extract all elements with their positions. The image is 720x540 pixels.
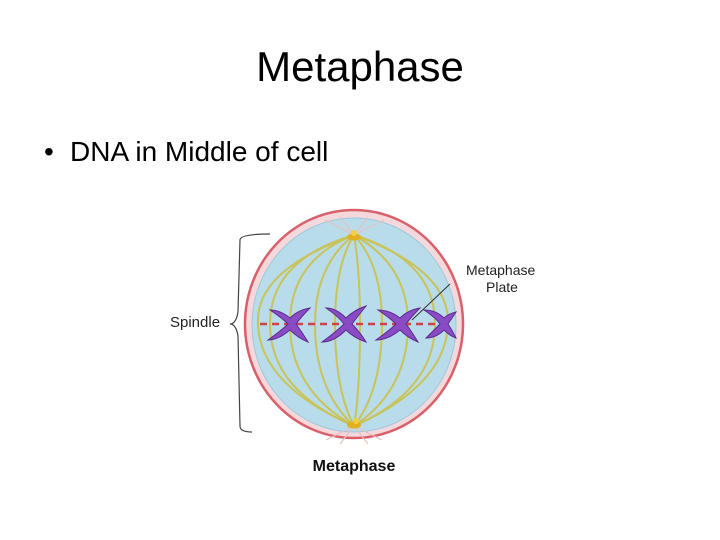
chromosome [374, 307, 422, 344]
chromosome [422, 309, 458, 339]
slide-title: Metaphase [256, 43, 464, 90]
plate-pointer-line [411, 283, 451, 321]
bullet-dot-icon: • [44, 136, 54, 167]
centrosome-top [347, 230, 361, 241]
astral-rays [324, 216, 385, 445]
spindle-label: Spindle [170, 314, 220, 331]
diagram-caption: Metaphase [313, 458, 396, 475]
plate-label-line1: Metaphase [466, 262, 535, 278]
spindle-bracket [229, 233, 271, 433]
chromosome [320, 304, 368, 343]
metaphase-cell-diagram: Spindle Metaphase Plate Metaphase [170, 208, 535, 475]
centrosome-bottom [347, 418, 361, 429]
bullet-item: • DNA in Middle of cell [44, 134, 328, 170]
chromosome [266, 307, 312, 344]
plate-label-line2: Plate [486, 279, 518, 295]
bullet-text: DNA in Middle of cell [70, 136, 329, 167]
cell-cytoplasm [251, 217, 457, 433]
